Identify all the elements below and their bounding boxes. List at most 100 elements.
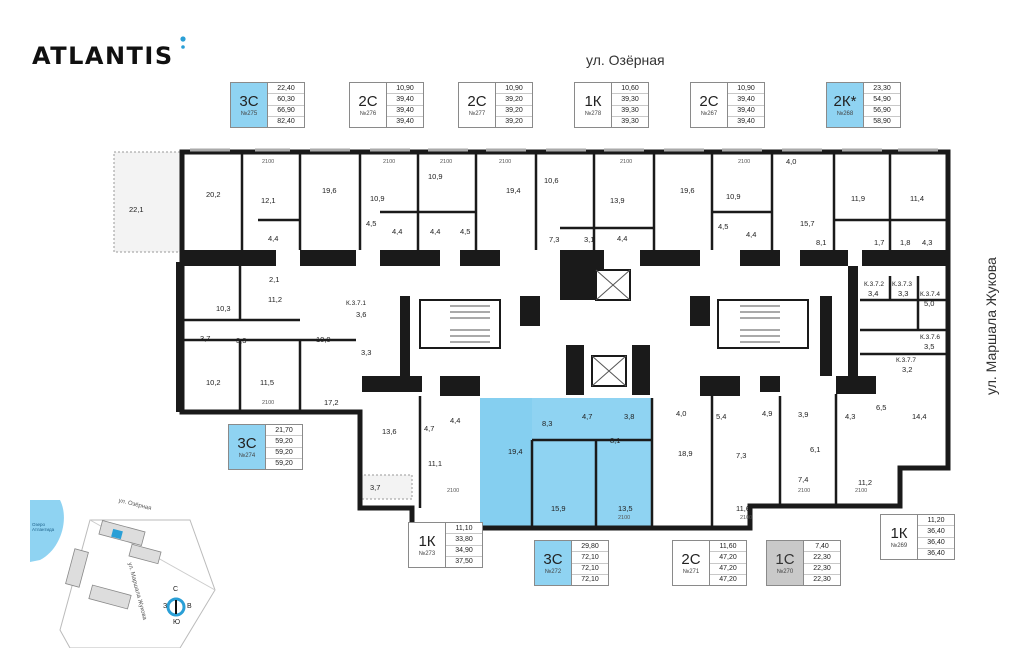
room-area: 3,7 (200, 334, 211, 343)
room-area: 4,7 (424, 424, 435, 433)
room-area: 19,6 (680, 186, 695, 195)
room-area: 7,4 (798, 475, 809, 484)
room-area: 3,2 (902, 365, 913, 374)
room-area: 11,2 (268, 295, 283, 304)
room-area: 19,4 (506, 186, 521, 195)
window-height-label: 2100 (618, 515, 631, 521)
room-area: 8,1 (610, 436, 621, 445)
room-area: 14,4 (912, 412, 927, 421)
room-area: 18,9 (678, 449, 693, 458)
terrace-bottom (359, 474, 413, 500)
storage-label: К.3.7.7 (896, 357, 917, 364)
stair-steps (450, 305, 780, 343)
compass: С Ю З В (163, 586, 197, 628)
logo: ATLANTIS (32, 36, 186, 70)
room-area: 4,0 (786, 157, 797, 166)
apartment-code: 2К*№268 (827, 83, 864, 127)
room-area: 4,5 (460, 227, 471, 236)
room-area: 4,4 (268, 234, 279, 243)
room-area: 8,1 (816, 238, 827, 247)
room-area: 1,7 (874, 238, 885, 247)
window-height-label: 2100 (798, 488, 811, 494)
room-area: 10,9 (726, 192, 741, 201)
room-area: 3,7 (370, 483, 381, 492)
room-area: 13,6 (382, 427, 397, 436)
room-area: 1,8 (900, 238, 911, 247)
room-area: 3,8 (624, 412, 635, 421)
room-area: 11,6 (736, 504, 751, 513)
room-area: 11,2 (858, 478, 873, 487)
room-area: 4,9 (762, 409, 773, 418)
logo-dots-icon (180, 36, 186, 49)
room-area: 10,0 (316, 335, 331, 344)
room-area: 13,9 (610, 196, 625, 205)
street-label-top: ул. Озёрная (586, 52, 665, 68)
room-area: 10,6 (544, 176, 559, 185)
room-area: 7,3 (736, 451, 747, 460)
storage-label: К.3.7.1 (346, 300, 367, 307)
room-area: 4,4 (392, 227, 403, 236)
terrace-left (113, 151, 183, 253)
room-area: 3,5 (924, 342, 935, 351)
storage-label: К.3.7.3 (892, 281, 913, 288)
room-area: 3,3 (361, 348, 372, 357)
room-area: 3,3 (898, 289, 909, 298)
window-height-label: 2100 (740, 515, 753, 521)
room-area: 10,9 (370, 194, 385, 203)
structural-cores (176, 250, 948, 412)
window-height-label: 2100 (499, 159, 512, 165)
room-area: 15,7 (800, 219, 815, 228)
stairwells (419, 299, 809, 349)
room-area: 4,4 (617, 234, 628, 243)
room-area: 5,4 (716, 412, 727, 421)
room-area: 6,1 (810, 445, 821, 454)
window-height-label: 2100 (383, 159, 396, 165)
window-height-label: 2100 (262, 400, 275, 406)
room-area: 4,0 (676, 409, 687, 418)
room-area: 3,9 (798, 410, 809, 419)
room-area: 17,2 (324, 398, 339, 407)
room-area: 8,3 (542, 419, 553, 428)
window-height-label: 2100 (738, 159, 751, 165)
room-area: 4,4 (450, 416, 461, 425)
room-area: 11,5 (260, 378, 275, 387)
storage-label: К.3.7.2 (864, 281, 885, 288)
room-area: 4,4 (430, 227, 441, 236)
interior-walls (182, 152, 948, 526)
outer-walls (179, 149, 951, 531)
room-area: 20,2 (206, 190, 221, 199)
compass-icon (166, 597, 186, 617)
window-height-label: 2100 (262, 159, 275, 165)
room-area: 6,5 (876, 403, 887, 412)
room-area: 19,6 (322, 186, 337, 195)
room-area: 4,4 (746, 230, 757, 239)
minimap-drawing (30, 500, 216, 649)
room-area: 11,4 (910, 194, 925, 203)
room-area: 5,0 (924, 299, 935, 308)
room-area: 2,1 (269, 275, 280, 284)
room-area: 19,4 (508, 447, 523, 456)
site-minimap: Озеро Атлантида ул. Озёрная ул. Маршала … (30, 498, 220, 649)
highlighted-apartment-272[interactable] (480, 398, 652, 526)
